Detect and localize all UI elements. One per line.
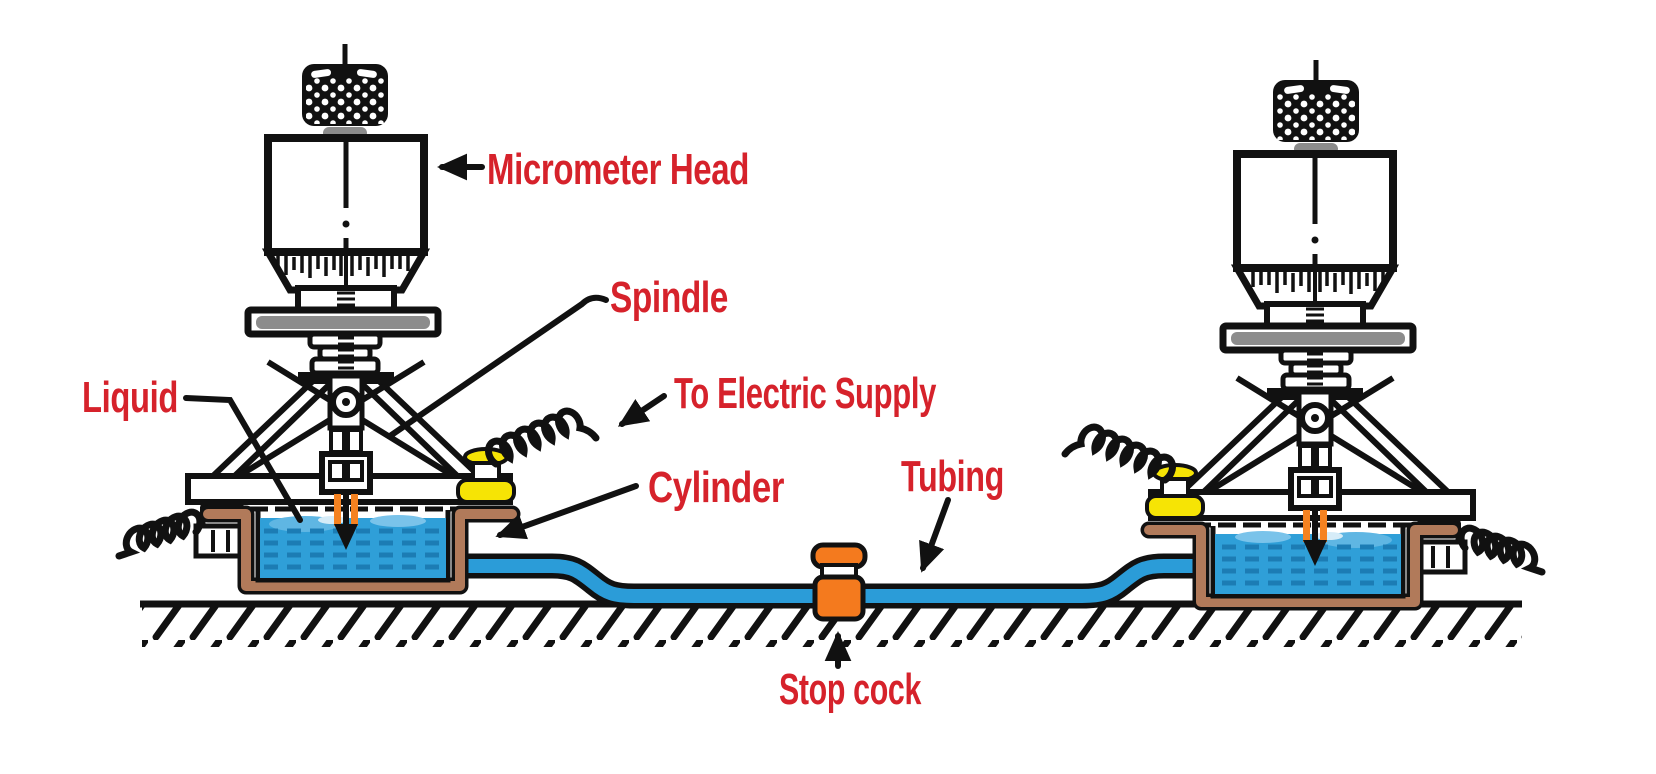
stopcock-body bbox=[812, 574, 866, 622]
label-tubing: Tubing bbox=[901, 452, 1004, 501]
sleeve-threads bbox=[337, 291, 355, 313]
supply-spring-wire bbox=[485, 407, 600, 468]
spindle-tip bbox=[334, 524, 358, 550]
label-to-electric-supply: To Electric Supply bbox=[674, 369, 937, 418]
annotations: Micrometer Head Spindle To Electric Supp… bbox=[82, 145, 1005, 714]
rod-threads bbox=[338, 336, 354, 370]
tubing-arrow bbox=[919, 497, 951, 573]
barrel-index-dot bbox=[342, 220, 350, 228]
connector-terminal-main bbox=[456, 478, 516, 504]
spindle-shaft bbox=[343, 492, 349, 526]
base-plate-assembly bbox=[244, 306, 442, 376]
spindle-assembly bbox=[319, 373, 373, 550]
liquid-leader bbox=[183, 395, 303, 523]
spindle-leader bbox=[387, 294, 609, 439]
right-apparatus bbox=[1065, 60, 1542, 602]
cylinder-arrow bbox=[495, 483, 639, 540]
liquid-highlight bbox=[370, 515, 426, 527]
thimble bbox=[261, 248, 431, 294]
spindle-block-window bbox=[328, 460, 346, 482]
knob-slot bbox=[356, 69, 377, 78]
spindle-link bbox=[346, 428, 363, 454]
cylinder-inner-cup bbox=[255, 510, 451, 583]
spindle-contact-left bbox=[334, 494, 341, 526]
stop-cock-valve bbox=[810, 542, 868, 622]
spindle-block-window bbox=[346, 460, 364, 482]
spindle-contact-right bbox=[351, 494, 358, 526]
knob-slot bbox=[311, 69, 332, 78]
label-stop-cock: Stop cock bbox=[779, 665, 922, 714]
label-spindle: Spindle bbox=[610, 273, 728, 322]
thimble-knurling bbox=[276, 254, 410, 278]
connector-slits bbox=[211, 530, 230, 552]
micrometer-head bbox=[261, 44, 431, 317]
knurl-dots bbox=[306, 78, 384, 124]
label-cylinder: Cylinder bbox=[648, 463, 784, 512]
spindle-link bbox=[329, 428, 346, 454]
base-plate-insert bbox=[256, 316, 430, 329]
cylinder-brown-wall bbox=[203, 509, 517, 591]
cylinder-vessel bbox=[199, 505, 521, 595]
ground-spring-wire bbox=[115, 508, 204, 560]
label-liquid: Liquid bbox=[82, 373, 178, 422]
electric-supply-arrow bbox=[617, 393, 667, 427]
left-apparatus bbox=[115, 44, 600, 595]
liquid-glint bbox=[318, 516, 346, 524]
pivot-dot bbox=[342, 398, 350, 406]
label-micrometer-head: Micrometer Head bbox=[487, 145, 749, 194]
